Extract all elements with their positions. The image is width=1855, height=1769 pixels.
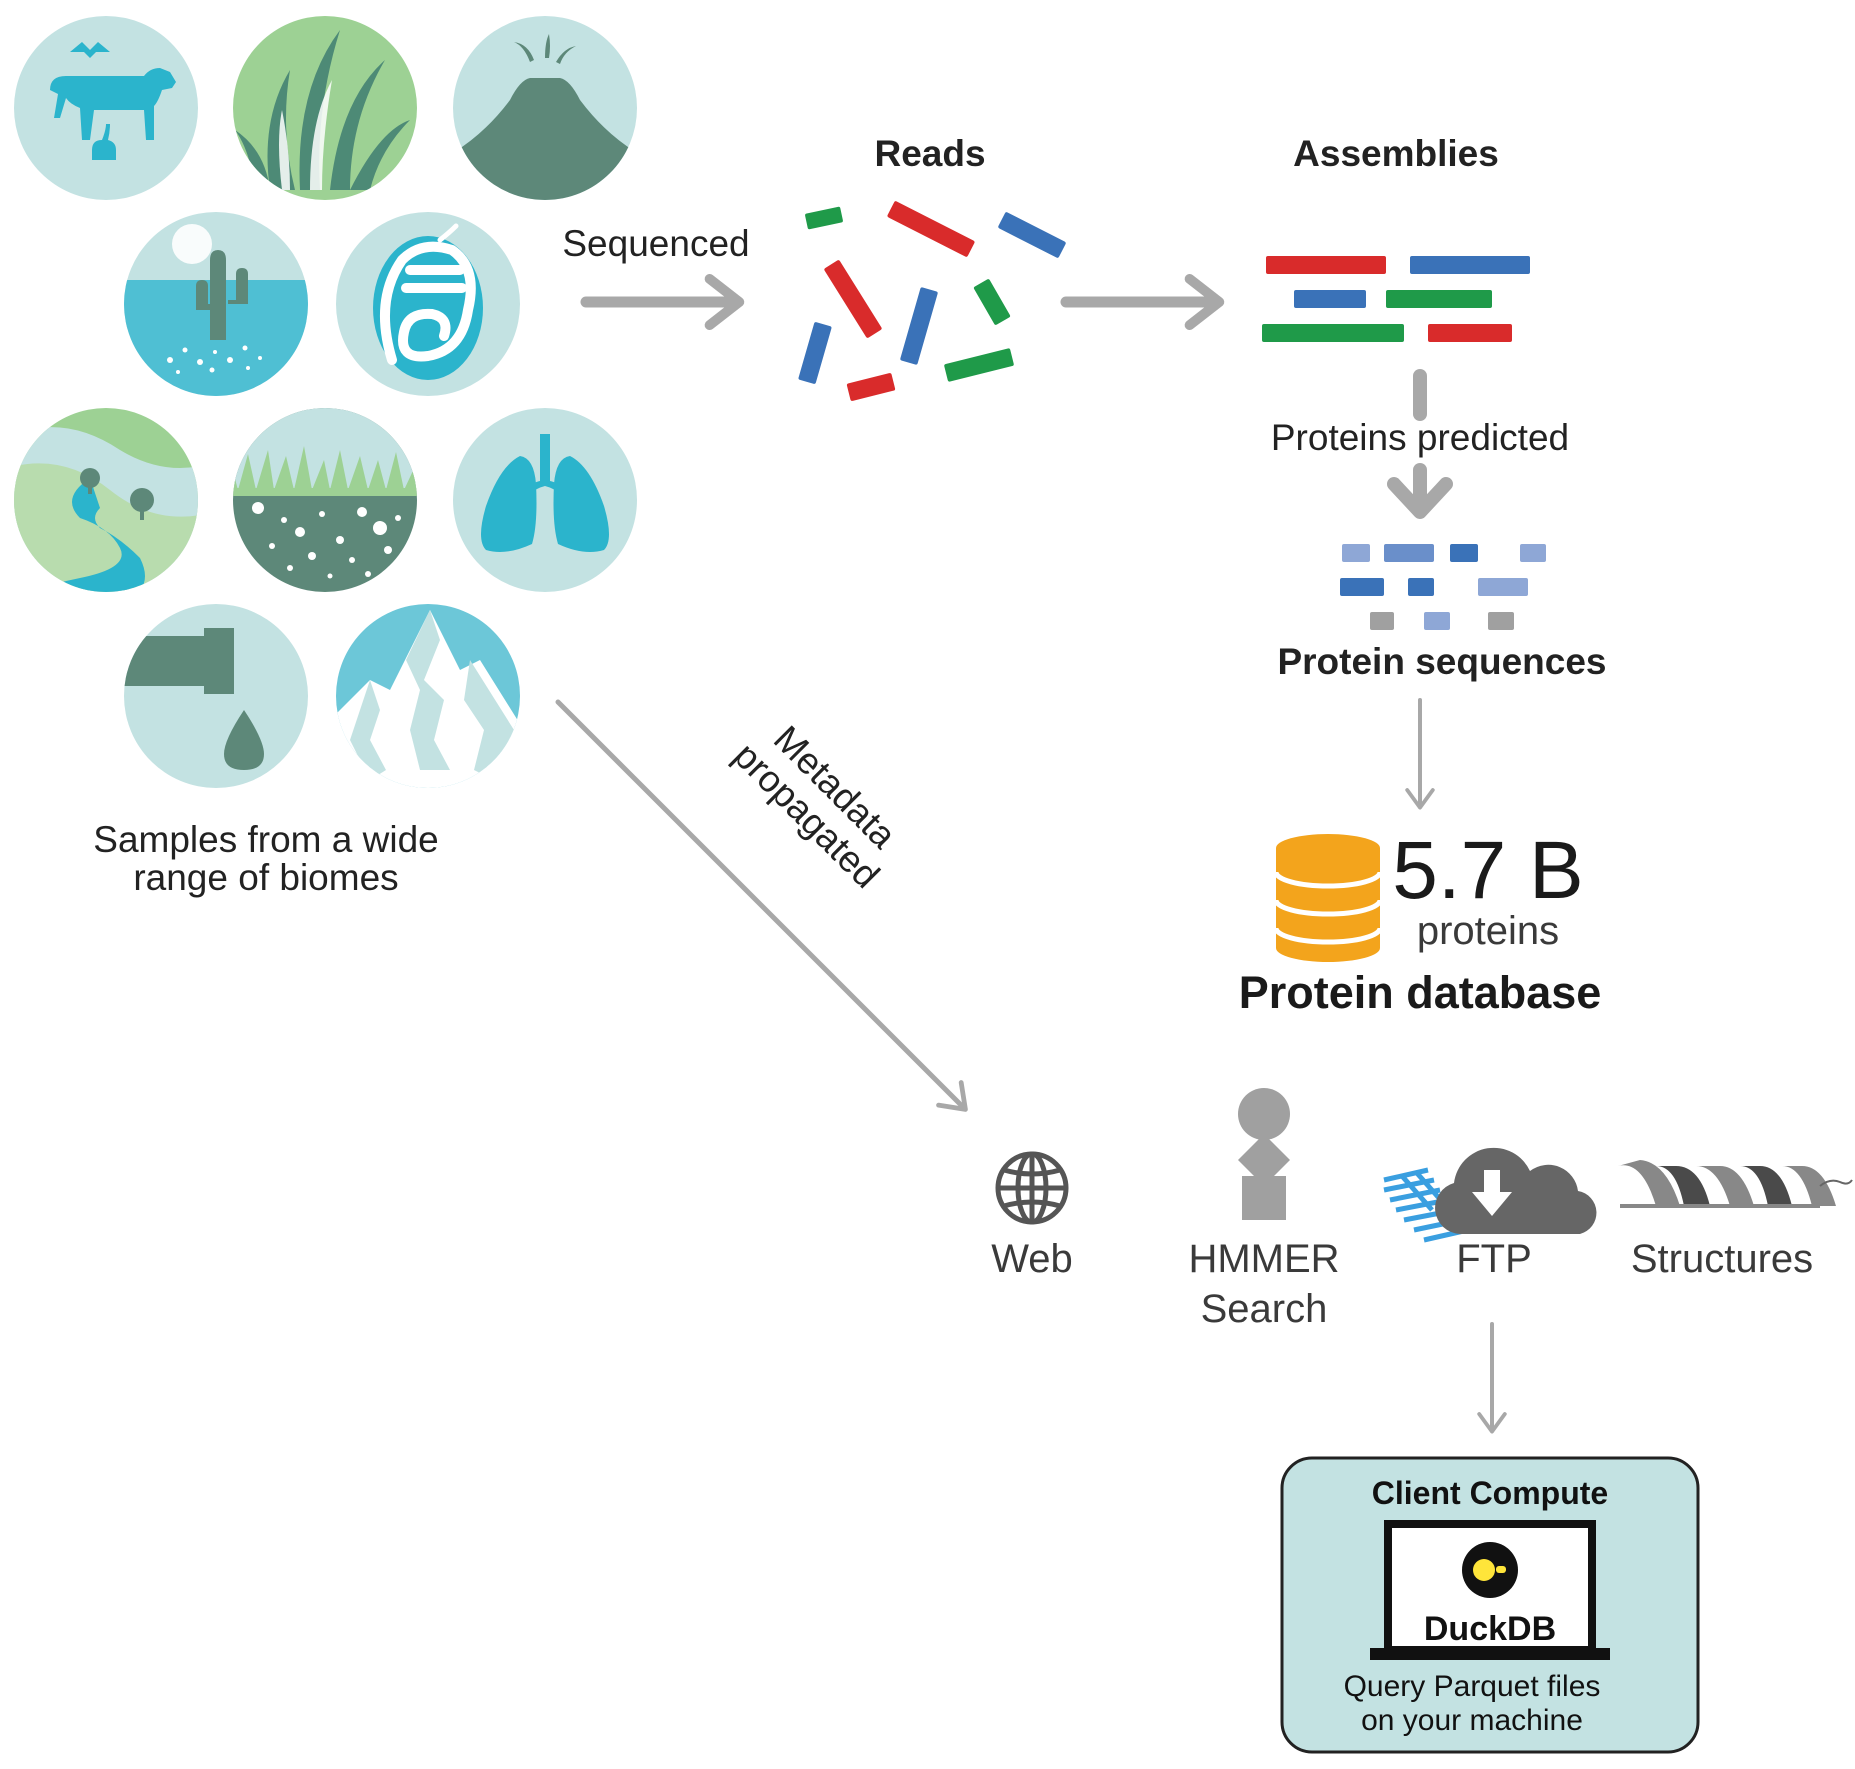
protein-database-title: Protein database — [1239, 967, 1602, 1018]
structures-label: Structures — [1631, 1237, 1813, 1281]
duckdb-logo-icon — [1462, 1542, 1518, 1598]
duckdb-label: DuckDB — [1424, 1610, 1556, 1648]
proteins-predicted-label: Proteins predicted — [1271, 417, 1569, 458]
ftp-access[interactable]: FTP — [1383, 1147, 1597, 1281]
hmmer-shapes-icon — [1238, 1088, 1290, 1220]
protein-sequences-title: Protein sequences — [1277, 641, 1606, 682]
protein-helix-icon — [1618, 1160, 1853, 1208]
ftp-speed-lines-icon — [1383, 1167, 1469, 1243]
hmmer-label-line2: Search — [1201, 1287, 1328, 1331]
sequenced-label: Sequenced — [562, 223, 749, 264]
reads-fragments — [798, 201, 1066, 401]
volcano-icon — [453, 16, 637, 200]
cloud-download-icon — [1435, 1147, 1597, 1234]
hmmer-access[interactable]: HMMER Search — [1188, 1088, 1340, 1331]
protein-sequence-blocks — [1340, 544, 1546, 630]
web-label: Web — [991, 1237, 1073, 1281]
metadata-arrow — [555, 699, 968, 1112]
client-compute-title: Client Compute — [1372, 1475, 1608, 1511]
protein-count-unit: proteins — [1417, 909, 1559, 953]
biomes-caption-line1: Samples from a wide — [93, 819, 438, 860]
globe-icon — [995, 1151, 1069, 1225]
livestock-icon — [14, 16, 198, 200]
metadata-label: Metadata propagated — [726, 718, 904, 896]
client-desc-line1: Query Parquet files — [1344, 1670, 1601, 1703]
biome-circles — [14, 16, 637, 788]
client-desc-line2: on your machine — [1361, 1704, 1583, 1737]
grass-icon — [233, 16, 417, 200]
reads-title: Reads — [874, 133, 985, 174]
glacier-mountain-icon — [336, 604, 520, 788]
assemblies-title: Assemblies — [1293, 133, 1499, 174]
database-icon — [1273, 834, 1383, 962]
web-access[interactable]: Web — [991, 1151, 1073, 1281]
soil-icon — [233, 408, 417, 592]
assembled-contigs — [1262, 256, 1530, 342]
desert-aquatic-icon — [124, 212, 308, 396]
predict-arrow-head — [1387, 463, 1453, 519]
hmmer-label-line1: HMMER — [1188, 1237, 1339, 1281]
gut-icon — [336, 212, 520, 396]
biomes-caption-line2: range of biomes — [133, 857, 398, 898]
wastewater-pipe-icon — [124, 604, 308, 788]
structures-access[interactable]: Structures — [1618, 1160, 1853, 1281]
lungs-icon — [453, 408, 637, 592]
protein-count: 5.7 B — [1392, 825, 1583, 916]
client-compute-box: Client Compute DuckDB Query Parquet file… — [1280, 1456, 1700, 1754]
ftp-label: FTP — [1456, 1237, 1532, 1281]
